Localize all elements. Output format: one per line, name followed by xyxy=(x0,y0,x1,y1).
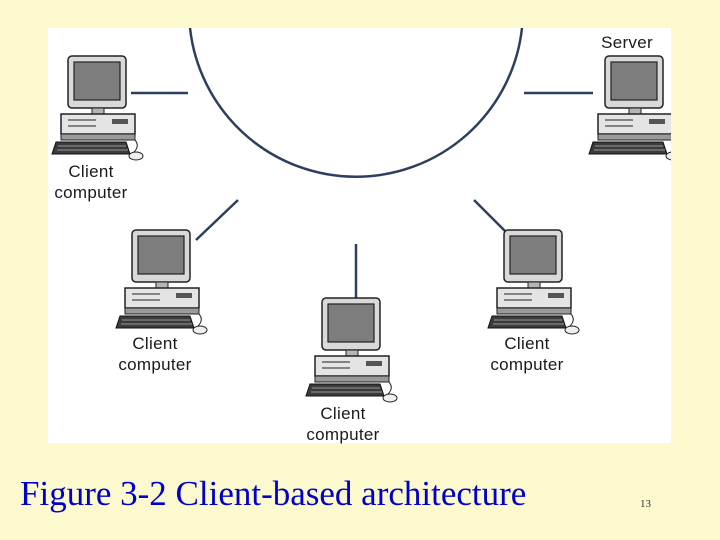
label-server: Server xyxy=(601,33,653,52)
client-computer-icon xyxy=(487,229,580,335)
label-client-top-left: Client computer xyxy=(54,162,128,202)
client-computer-icon xyxy=(115,229,208,335)
client-computer-icon xyxy=(51,55,144,161)
label-client-mid-left: Client computer xyxy=(118,334,192,374)
link-client-mid-left xyxy=(195,199,239,241)
network-links xyxy=(131,28,593,300)
diagram-panel: Server Client computer Client computer C… xyxy=(48,28,671,444)
network-diagram xyxy=(51,28,671,403)
network-arc xyxy=(188,28,524,179)
slide-number: 13 xyxy=(640,498,651,510)
client-computer-icon xyxy=(305,297,398,403)
label-client-bottom: Client computer xyxy=(306,404,380,444)
figure-caption: Figure 3-2 Client-based architecture xyxy=(20,474,527,513)
label-client-mid-right: Client computer xyxy=(490,334,564,374)
server-computer-icon xyxy=(588,55,671,161)
